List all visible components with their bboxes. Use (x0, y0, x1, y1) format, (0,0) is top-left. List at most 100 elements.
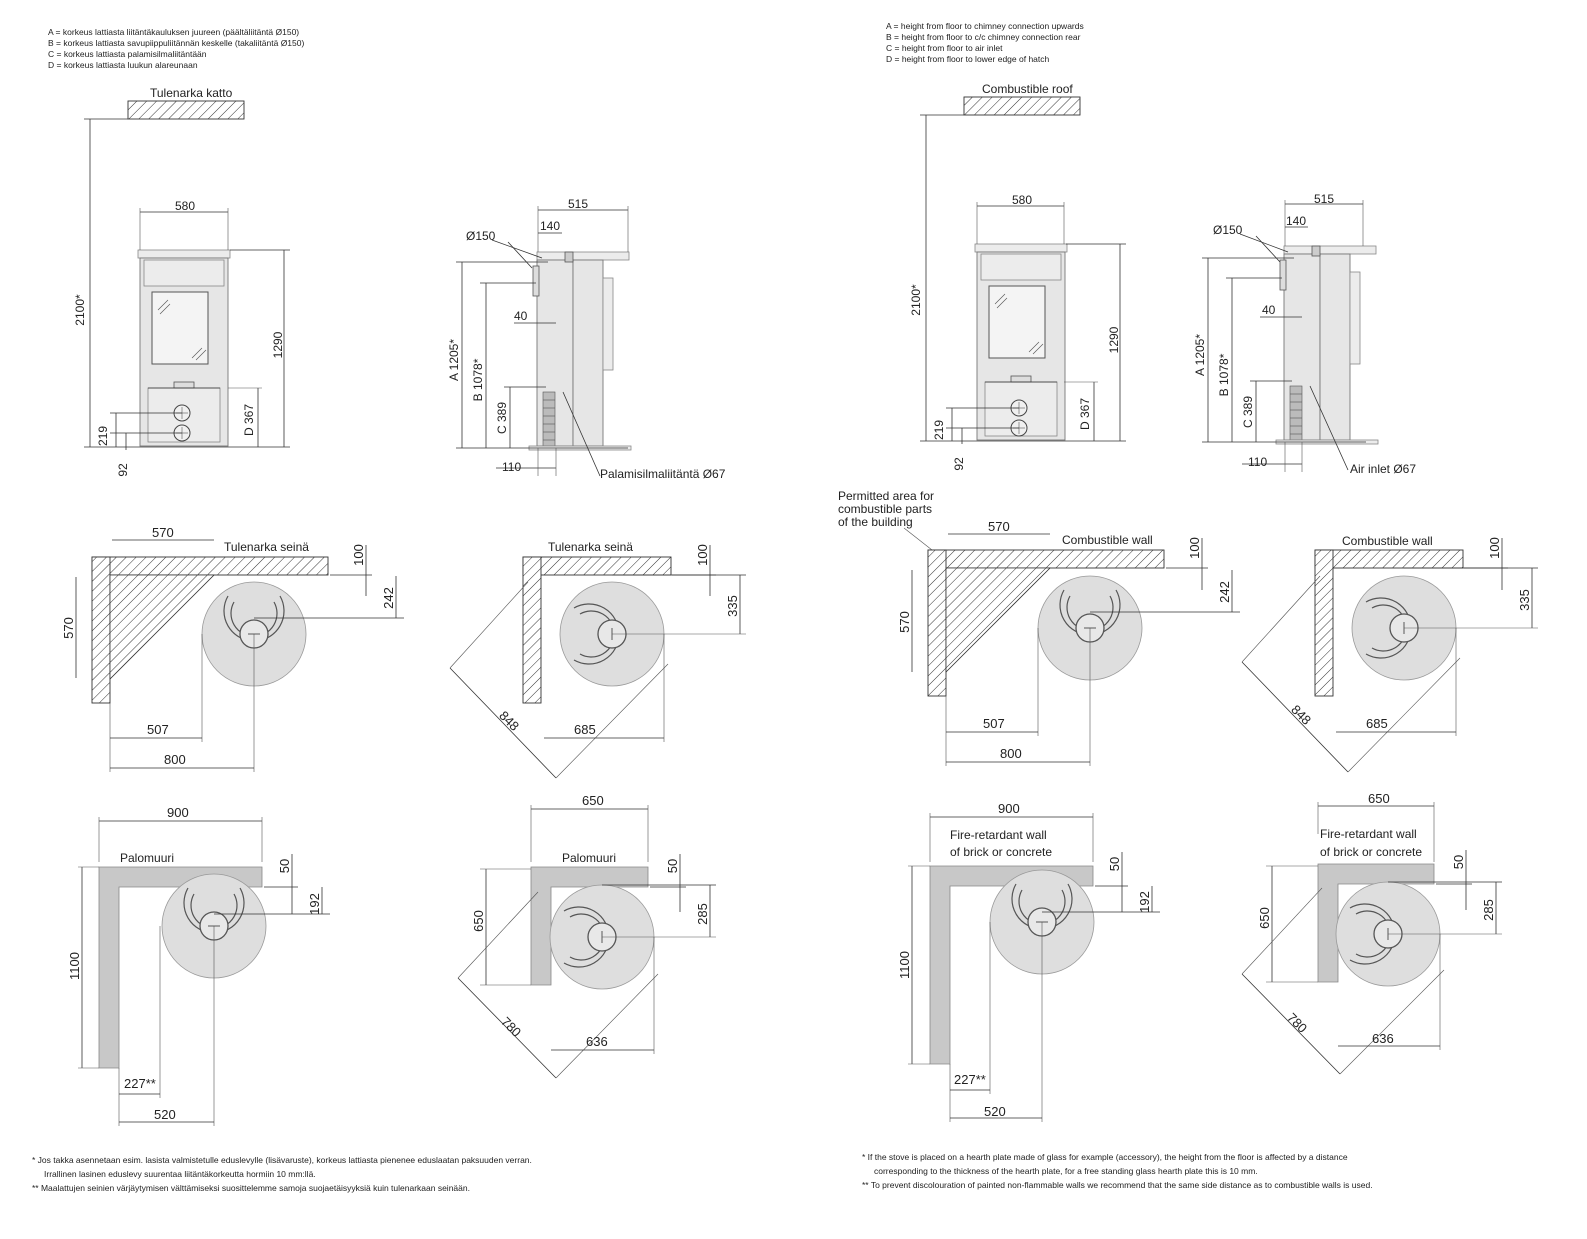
dim-580-en: 580 (1012, 193, 1032, 207)
legend-fi-b: B = korkeus lattiasta savupiippuliitännä… (48, 38, 304, 48)
roof-label-fi: Tulenarka katto (150, 86, 233, 100)
dim-848-fi: 848 (496, 708, 522, 734)
dim-40-fi: 40 (514, 309, 528, 323)
firewall-label-en-1a: Fire-retardant wall (950, 828, 1047, 842)
footnote-fi-2: Irrallinen lasinen eduslevy suurentaa li… (44, 1169, 316, 1179)
legend-en-b: B = height from floor to c/c chimney con… (886, 32, 1081, 42)
legend-en-d: D = height from floor to lower edge of h… (886, 54, 1050, 64)
dim-367-fi: D 367 (242, 404, 256, 436)
legend-english: A = height from floor to chimney connect… (886, 21, 1084, 64)
dim-100-fi-2: 100 (695, 544, 710, 566)
dim-800-en: 800 (1000, 746, 1022, 761)
dim-242-fi-1: 242 (381, 587, 396, 609)
permitted-area-3: of the building (838, 515, 913, 529)
dim-1100-en: 1100 (897, 951, 912, 979)
dim-1290-en: 1290 (1107, 326, 1121, 353)
dim-110-fi: 110 (502, 460, 521, 474)
legend-finnish: A = korkeus lattiasta liitäntäkauluksen … (48, 27, 304, 70)
firewall-label-fi-2: Palomuuri (562, 851, 616, 865)
air-inlet-label-en: Air inlet Ø67 (1350, 462, 1416, 476)
firewall-label-en-1b: of brick or concrete (950, 845, 1052, 859)
dim-dia150-fi: Ø150 (466, 229, 496, 243)
footnotes-en: * If the stove is placed on a hearth pla… (862, 1152, 1373, 1190)
dim-50-fi-1: 50 (277, 859, 292, 873)
dim-1078-en: B 1078* (1217, 353, 1231, 396)
legend-fi-a: A = korkeus lattiasta liitäntäkauluksen … (48, 27, 299, 37)
side-view-fi: 515 140 Ø150 A 1205* B 1078* C 389 40 11… (447, 197, 726, 481)
dim-636-fi: 636 (586, 1034, 608, 1049)
dim-227-en: 227** (954, 1072, 986, 1087)
dim-389-fi: C 389 (495, 402, 509, 434)
stove-side-en (1275, 245, 1379, 445)
dim-50-en-2: 50 (1451, 855, 1466, 869)
legend-en-c: C = height from floor to air inlet (886, 43, 1003, 53)
dim-140-fi: 140 (540, 219, 560, 233)
dim-50-en-1: 50 (1107, 857, 1122, 871)
dim-507-fi: 507 (147, 722, 169, 737)
dim-92-en: 92 (952, 457, 966, 471)
wall-label-en-2: Combustible wall (1342, 534, 1433, 548)
dim-800-fi: 800 (164, 752, 186, 767)
dim-780-fi: 780 (498, 1014, 524, 1040)
dim-1205-en: A 1205* (1193, 334, 1207, 376)
dim-100-en-1: 100 (1187, 537, 1202, 559)
footnote-fi-1: * Jos takka asennetaan esim. lasista val… (32, 1155, 532, 1165)
dim-520-fi: 520 (154, 1107, 176, 1122)
dim-515-fi: 515 (568, 197, 588, 211)
footnote-en-1: * If the stove is placed on a hearth pla… (862, 1152, 1348, 1162)
dim-140-en: 140 (1286, 214, 1306, 228)
dim-367-en: D 367 (1078, 398, 1092, 430)
dim-335-en: 335 (1517, 589, 1532, 611)
air-inlet-label-fi: Palamisilmaliitäntä Ø67 (600, 467, 726, 481)
dim-570-w-en-1: 570 (988, 519, 1010, 534)
dim-2100-fi: 2100* (73, 294, 87, 326)
footnote-en-2: corresponding to the thickness of the he… (874, 1166, 1258, 1176)
dim-570-h-en-1: 570 (897, 611, 912, 633)
dim-dia150-en: Ø150 (1213, 223, 1243, 237)
clearance-wall-parallel-en: Permitted area for combustible parts of … (838, 489, 1240, 766)
dim-685-fi: 685 (574, 722, 596, 737)
clearance-wall-parallel-fi: Tulenarka seinä 570 570 100 242 507 800 (61, 525, 404, 772)
dim-636-en: 636 (1372, 1031, 1394, 1046)
front-view-en: Combustible roof 2100* 580 1290 D 367 21… (909, 82, 1126, 471)
dim-515-en: 515 (1314, 192, 1334, 206)
dim-2100-en: 2100* (909, 284, 923, 316)
clearance-wall-corner-en: Combustible wall 100 335 848 685 (1241, 534, 1538, 773)
dim-520-en: 520 (984, 1104, 1006, 1119)
clearance-firewall-corner-en: Fire-retardant wall of brick or concrete… (1241, 791, 1502, 1075)
side-view-en: 515 140 Ø150 A 1205* B 1078* C 389 40 11… (1193, 192, 1416, 476)
dim-242-en-1: 242 (1217, 581, 1232, 603)
dim-570-h-fi-1: 570 (61, 617, 76, 639)
stove-side-fi (528, 251, 632, 451)
dim-1078-fi: B 1078* (471, 358, 485, 401)
dim-900-fi: 900 (167, 805, 189, 820)
roof-hatch-en (963, 96, 1081, 116)
legend-fi-d: D = korkeus lattiasta luukun alareunaan (48, 60, 198, 70)
permitted-area-2: combustible parts (838, 502, 932, 516)
wall-label-fi-1: Tulenarka seinä (224, 540, 309, 554)
dim-1100-fi: 1100 (67, 952, 82, 980)
dim-507-en: 507 (983, 716, 1005, 731)
dim-92-fi: 92 (116, 463, 130, 477)
dim-219-fi: 219 (96, 426, 110, 446)
dim-780-en: 780 (1284, 1010, 1310, 1036)
firewall-label-en-2b: of brick or concrete (1320, 845, 1422, 859)
clearance-firewall-parallel-en: Fire-retardant wall of brick or concrete… (897, 801, 1160, 1122)
wall-label-en-1: Combustible wall (1062, 533, 1153, 547)
dim-285-fi: 285 (695, 903, 710, 925)
dim-100-fi-1: 100 (351, 544, 366, 566)
roof-label-en: Combustible roof (982, 82, 1073, 96)
dim-40-en: 40 (1262, 303, 1276, 317)
dim-219-en: 219 (932, 420, 946, 440)
firewall-label-fi-1: Palomuuri (120, 851, 174, 865)
clearance-firewall-parallel-fi: Palomuuri 900 50 192 1100 227** 520 (67, 805, 330, 1126)
wall-label-fi-2: Tulenarka seinä (548, 540, 633, 554)
front-view-fi: Tulenarka katto 2100* 580 1290 D 367 219… (73, 86, 290, 477)
dim-570-w-fi-1: 570 (152, 525, 174, 540)
dim-1290-fi: 1290 (271, 331, 285, 358)
dim-900-en: 900 (998, 801, 1020, 816)
footnotes-fi: * Jos takka asennetaan esim. lasista val… (32, 1155, 532, 1193)
dim-389-en: C 389 (1241, 396, 1255, 428)
dim-580-fi: 580 (175, 199, 195, 213)
firewall-label-en-2a: Fire-retardant wall (1320, 827, 1417, 841)
